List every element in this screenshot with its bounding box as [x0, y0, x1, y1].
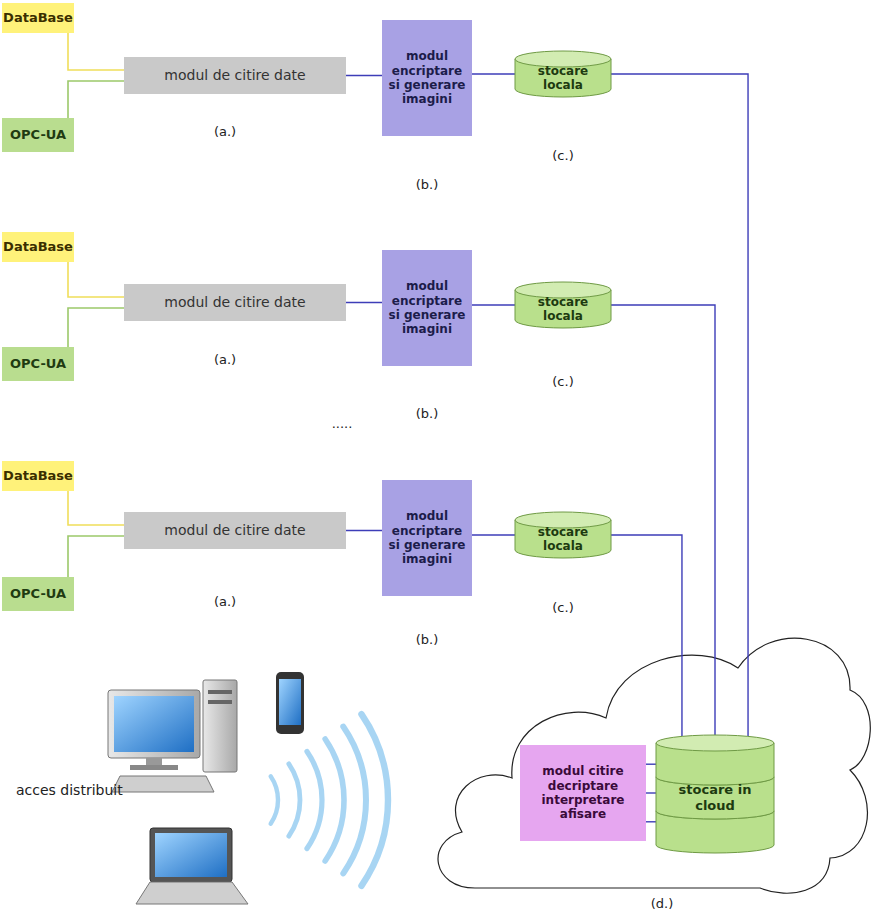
encrypt-module: modul encriptare si generare imagini: [382, 20, 472, 136]
part-letter: (a.): [214, 352, 236, 367]
node-text: stocare in cloud: [660, 782, 770, 813]
part-letter: (b.): [416, 177, 439, 192]
part-letter: (a.): [214, 594, 236, 609]
node-text: DataBase: [3, 10, 73, 26]
connector: [472, 534, 515, 535]
node-text: stocare locala: [519, 64, 607, 93]
node-text: OPC-UA: [10, 356, 66, 372]
node-text: stocare locala: [519, 295, 607, 324]
node-text: modul de citire date: [164, 294, 305, 311]
connector: [346, 530, 382, 531]
database-box: DataBase: [2, 232, 74, 262]
desktop-icon: [108, 680, 237, 792]
connector: [68, 308, 124, 347]
connector: [68, 536, 124, 577]
connector: [68, 491, 124, 525]
caption-note: acces distribuit: [16, 782, 123, 798]
connector: [472, 304, 515, 305]
node-text: stocare locala: [519, 525, 607, 554]
node-text: modul de citire date: [164, 522, 305, 539]
part-letter: (c.): [552, 148, 573, 163]
part-letter: (c.): [552, 600, 573, 615]
reader-module: modul de citire date: [124, 57, 346, 94]
connector: [611, 305, 715, 735]
part-letter: (c.): [552, 374, 573, 389]
node-text: OPC-UA: [10, 127, 66, 143]
connector: [346, 302, 382, 303]
database-box: DataBase: [2, 461, 74, 491]
database-box: DataBase: [2, 3, 74, 33]
node-text: modul citire decriptare interpretare afi…: [524, 764, 642, 822]
encrypt-module: modul encriptare si generare imagini: [382, 480, 472, 596]
connector: [472, 73, 515, 74]
part-letter: (b.): [416, 406, 439, 421]
local-storage: stocare locala: [515, 282, 611, 328]
reader-module: modul de citire date: [124, 284, 346, 321]
wireless-waves: [271, 714, 388, 886]
laptop-icon: [136, 828, 248, 904]
phone-icon: [276, 672, 304, 734]
node-text: OPC-UA: [10, 586, 66, 602]
opcua-box: OPC-UA: [2, 347, 74, 381]
node-text: modul de citire date: [164, 67, 305, 84]
viewer-module: modul citire decriptare interpretare afi…: [520, 745, 646, 841]
link-line: [646, 821, 656, 822]
connector: [346, 75, 382, 76]
connector: [68, 262, 124, 297]
opcua-box: OPC-UA: [2, 118, 74, 152]
cloud-storage: stocare in cloud: [656, 735, 774, 853]
node-text: modul encriptare si generare imagini: [386, 509, 468, 567]
encrypt-module: modul encriptare si generare imagini: [382, 250, 472, 366]
cloud-outline: [438, 638, 870, 893]
node-text: DataBase: [3, 468, 73, 484]
connector: [646, 792, 656, 793]
reader-module: modul de citire date: [124, 512, 346, 549]
local-storage: stocare locala: [515, 51, 611, 97]
link-line: [646, 764, 656, 765]
connector: [611, 535, 682, 736]
part-letter: (d.): [651, 896, 674, 911]
part-letter: (a.): [214, 124, 236, 139]
opcua-box: OPC-UA: [2, 577, 74, 611]
local-storage: stocare locala: [515, 512, 611, 558]
part-letter: (b.): [416, 632, 439, 647]
node-text: DataBase: [3, 239, 73, 255]
connector: [611, 74, 748, 736]
node-text: modul encriptare si generare imagini: [386, 49, 468, 107]
part-letter: .....: [332, 416, 353, 431]
connector: [68, 33, 124, 70]
node-text: modul encriptare si generare imagini: [386, 279, 468, 337]
connector: [68, 81, 124, 118]
